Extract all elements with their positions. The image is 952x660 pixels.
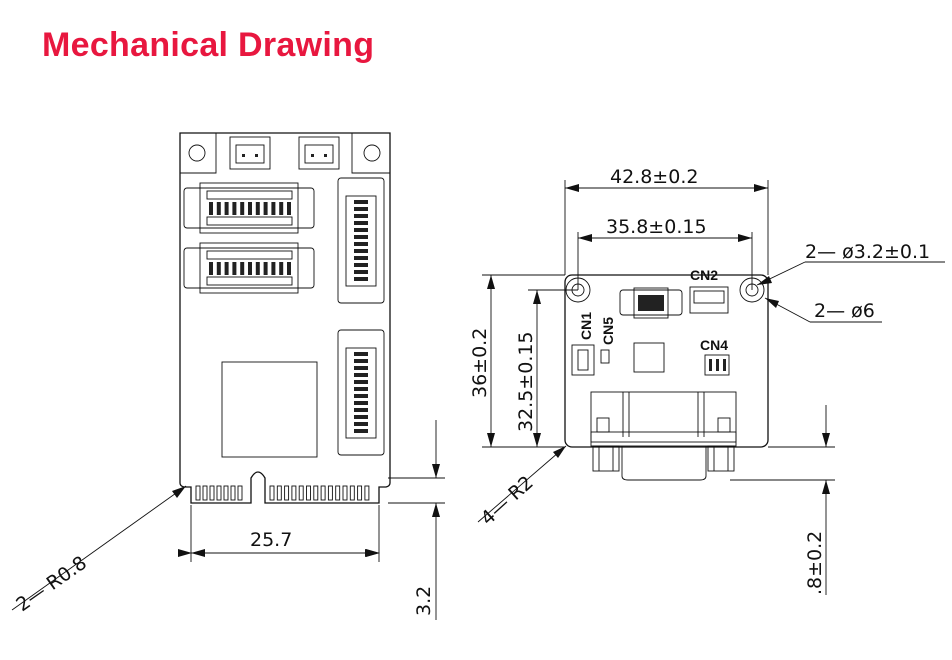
width-dim-label: 25.7 — [250, 529, 292, 551]
thickness-dim-label: 3.2 — [413, 586, 435, 616]
db-connector — [590, 391, 737, 481]
chip-outline — [633, 342, 665, 373]
cn2-connector: CN2 — [689, 267, 729, 314]
corner-radius-leader-right: 4— R2 — [477, 445, 567, 530]
cn4-header: CN4 — [700, 337, 730, 376]
cn2-label: CN2 — [690, 267, 718, 283]
pad-diameter-leader: 2— ø6 — [764, 297, 882, 323]
overall-height-dimension: 36±0.2 — [469, 274, 565, 448]
hole-height-dimension: 32.5±0.15 — [515, 289, 578, 447]
connector-offset-label: .8±0.2 — [804, 531, 826, 595]
overall-width-label: 42.8±0.2 — [610, 166, 698, 188]
corner-radius-label: 4— R2 — [477, 472, 538, 530]
minipcie-board-outline — [179, 132, 391, 504]
hole-spacing-dimension: 35.8±0.15 — [577, 216, 753, 290]
pad-diameter-label: 2— ø6 — [814, 300, 875, 322]
vertical-board-connectors — [337, 177, 385, 456]
thickness-dimension-3-2: 3.2 — [388, 420, 445, 620]
horizontal-board-connectors — [183, 182, 315, 294]
connector-offset-dimension: .8±0.2 — [730, 405, 835, 595]
width-dimension-25-7: 25.7 — [178, 505, 380, 562]
hole-diameter-leader: 2— ø3.2±0.1 — [756, 241, 945, 286]
center-board-connector — [619, 287, 683, 319]
cn4-label: CN4 — [700, 337, 728, 353]
adapter-board-outline — [564, 274, 769, 448]
top-wire-connectors — [229, 136, 340, 170]
cn5-label: CN5 — [600, 317, 616, 345]
cn1-label: CN1 — [578, 312, 594, 340]
cn5-connector: CN5 — [600, 317, 616, 364]
edge-fingers — [195, 485, 370, 501]
overall-width-dimension: 42.8±0.2 — [564, 166, 769, 275]
overall-height-label: 36±0.2 — [469, 328, 491, 398]
cn1-connector: CN1 — [571, 312, 595, 376]
radius-note-label: 2— R0.8 — [12, 552, 91, 616]
hole-height-label: 32.5±0.15 — [515, 331, 537, 432]
hole-spacing-label: 35.8±0.15 — [606, 216, 707, 238]
chip-outline — [221, 361, 318, 458]
page-title: Mechanical Drawing — [42, 26, 375, 64]
corner-radius-leader: 2— R0.8 — [11, 485, 187, 616]
hole-diameter-label: 2— ø3.2±0.1 — [805, 241, 930, 263]
